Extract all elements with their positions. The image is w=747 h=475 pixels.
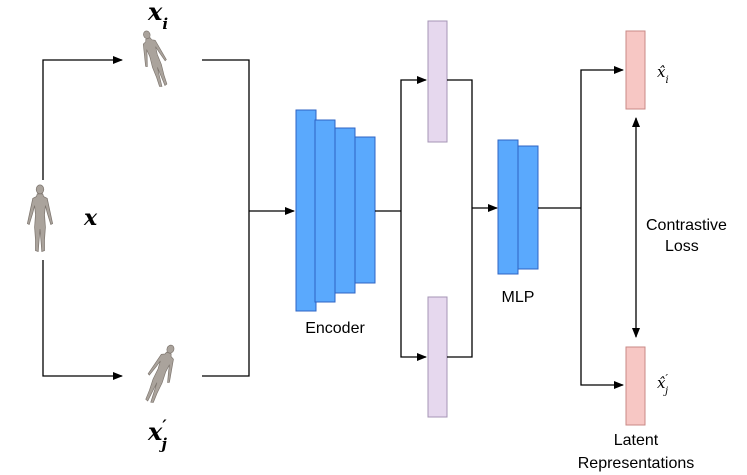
edge-to-feature-bottom [400, 211, 427, 361]
input-label-x: x [83, 205, 98, 231]
encoder-layer-4 [354, 136, 376, 284]
edge-input-to-xj [42, 260, 123, 380]
encoder-block [295, 109, 376, 312]
human-figure-icon [138, 340, 184, 407]
input-label-x-j-prime: x′j [147, 416, 168, 454]
latent-label-line2: Representations [578, 455, 695, 472]
edge-input-to-xi [42, 56, 123, 180]
human-figure-icon [134, 27, 175, 90]
edge-feature-top-out [447, 79, 473, 358]
mlp-layer-1 [497, 139, 519, 275]
mlp-label: MLP [502, 289, 535, 306]
mlp-block [497, 139, 539, 275]
mlp-layer-2 [517, 145, 539, 270]
edge-to-feature-top [400, 76, 427, 211]
loss-label-line2: Loss [665, 238, 699, 255]
feature-vector-bottom [427, 296, 448, 418]
encoder-layer-3 [334, 127, 356, 294]
encoder-layer-2 [314, 119, 336, 303]
human-figure-icon [26, 184, 54, 252]
output-vector-bottom [625, 346, 646, 426]
output-label-xhat-i: x̂i [657, 63, 669, 86]
edge-to-output-top [580, 66, 624, 208]
encoder-layer-1 [295, 109, 317, 312]
edge-xi-to-merge [202, 59, 250, 377]
loss-label-line1: Contrastive [646, 217, 727, 234]
feature-vector-top [427, 20, 448, 143]
latent-label-line1: Latent [614, 432, 659, 449]
output-vector-top [625, 30, 646, 110]
encoder-label: Encoder [305, 320, 365, 337]
input-label-x-i: xi [147, 0, 168, 33]
output-label-xhat-j-prime: x̂′j [657, 372, 668, 397]
edge-to-output-bottom [580, 208, 624, 389]
